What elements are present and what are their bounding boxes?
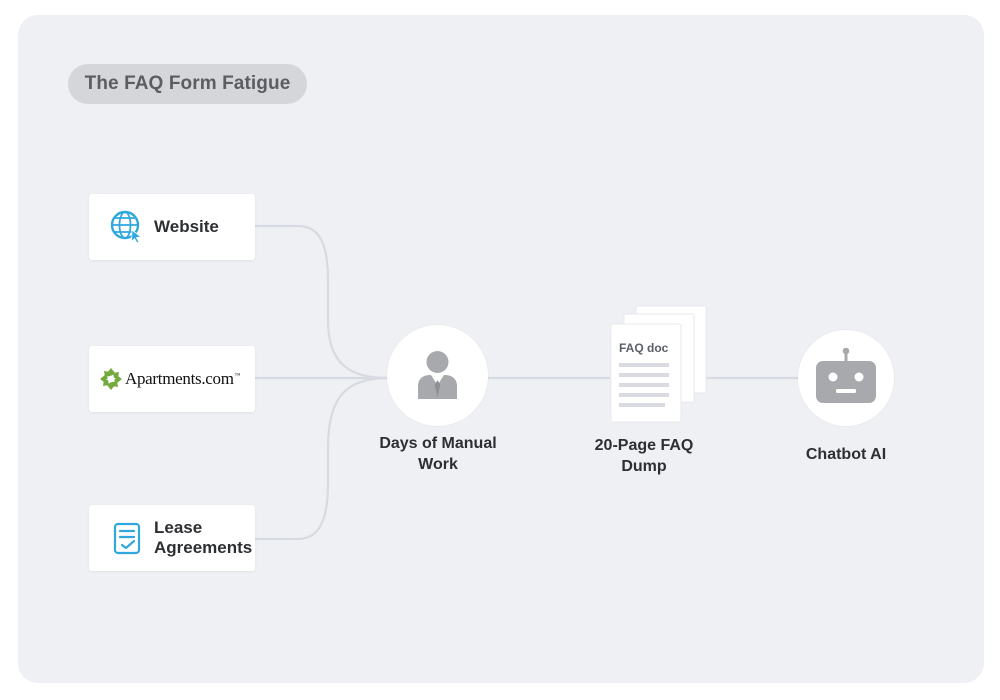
lease-agreements-label: Lease Agreements: [154, 518, 253, 557]
apartments-com-logo: [100, 368, 122, 390]
trademark-symbol: ™: [234, 373, 241, 380]
diagram-title-pill: The FAQ Form Fatigue: [68, 64, 307, 104]
document-stack-icon: FAQ doc: [610, 305, 707, 423]
globe-cursor-icon: [110, 210, 142, 244]
faq-dump-label: 20-Page FAQ Dump: [594, 437, 694, 475]
apartments-source-card: Apartments.com™: [89, 346, 255, 412]
apartments-label: Apartments.com: [125, 369, 234, 388]
manual-work-label: Days of Manual Work: [379, 435, 497, 473]
chatbot-ai-label: Chatbot AI: [805, 446, 887, 463]
chatbot-ai-node: [798, 330, 894, 426]
robot-head-icon: [816, 347, 876, 403]
website-source-card: Website: [89, 194, 255, 260]
apartments-logo-text: Apartments.com™: [125, 369, 241, 389]
lease-source-card: Lease Agreements: [89, 505, 255, 571]
manual-work-node: [387, 325, 488, 426]
document-check-icon: [113, 522, 141, 555]
faq-doc-title: FAQ doc: [619, 341, 669, 355]
apartments-logo-group: Apartments.com™: [99, 367, 241, 391]
business-person-icon: [418, 351, 457, 399]
website-connector: [255, 224, 388, 380]
website-label: Website: [154, 217, 219, 236]
lease-connector: [255, 376, 388, 541]
